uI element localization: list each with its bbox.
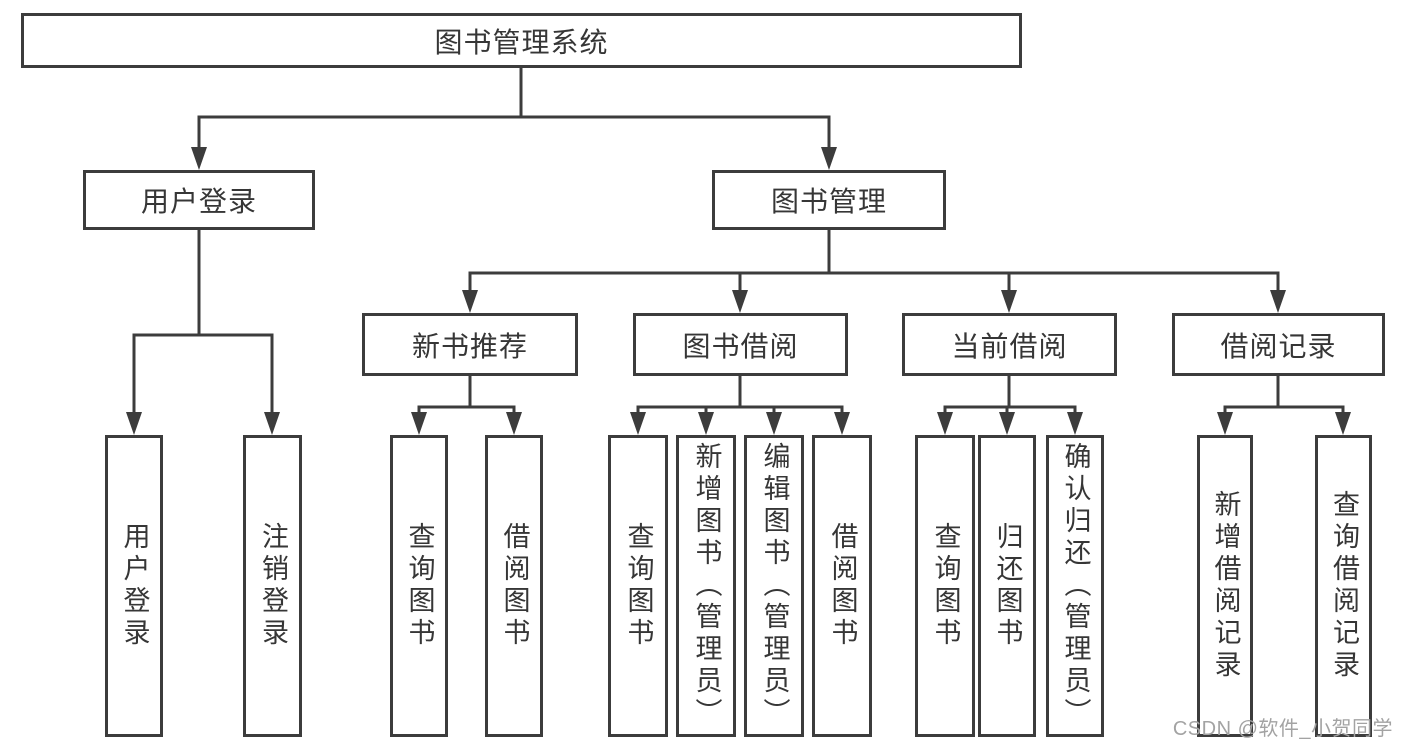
node-label: 注销登录 [258,522,288,650]
connector-userlogin-to-leaves [132,230,274,416]
leaf-borrow-query-book: 查询图书 [608,435,668,737]
node-label: 图书管理 [770,186,887,217]
leaf-borrow-edit-book-admin: 编辑图书（管理员） [744,435,804,737]
leaf-current-return-book: 归还图书 [978,435,1036,737]
connector-bookmanage-to-level3 [468,230,1280,295]
connector-borrowrecord-to-leaves [1223,405,1345,416]
node-user-login: 用户登录 [83,170,315,230]
leaf-borrow-borrow-book: 借阅图书 [812,435,872,737]
node-current-borrow: 当前借阅 [902,313,1117,376]
node-label: 图书借阅 [682,330,799,362]
node-new-book-recommend: 新书推荐 [362,313,578,376]
node-root: 图书管理系统 [21,13,1022,68]
leaf-current-query-book: 查询图书 [915,435,975,737]
leaf-borrow-add-book-admin: 新增图书（管理员） [676,435,736,737]
leaf-record-add: 新增借阅记录 [1197,435,1253,737]
node-label: 查询图书 [623,522,654,650]
node-borrow-record: 借阅记录 [1172,313,1385,376]
node-label: 借阅记录 [1220,330,1337,362]
node-label: 查询借阅记录 [1329,490,1359,682]
node-book-manage: 图书管理 [712,170,946,230]
csdn-watermark: CSDN @软件_小贺同学 [1172,718,1393,740]
node-label: 用户登录 [119,522,150,650]
node-label: 借阅图书 [499,522,530,650]
connector-root-to-level2 [197,68,831,151]
leaf-recommend-query-book: 查询图书 [390,435,448,737]
leaf-user-login: 用户登录 [105,435,163,737]
node-label: 新增图书（管理员） [691,442,722,730]
node-label: 新增借阅记录 [1210,490,1241,682]
connector-level3-stems [468,376,1280,407]
node-label: 新书推荐 [411,330,528,362]
node-label: 图书管理系统 [434,26,609,58]
node-label: 查询图书 [404,522,435,650]
connector-bookborrow-to-leaves [636,405,844,416]
leaf-current-confirm-return-admin: 确认归还（管理员） [1046,435,1104,737]
node-label: 确认归还（管理员） [1060,442,1091,730]
leaf-record-query: 查询借阅记录 [1315,435,1372,737]
node-book-borrow: 图书借阅 [633,313,848,376]
leaf-recommend-borrow-book: 借阅图书 [485,435,543,737]
node-label: 借阅图书 [827,522,858,650]
node-label: 查询图书 [930,522,961,650]
node-label: 编辑图书（管理员） [759,442,790,730]
arrowheads [126,147,1351,435]
leaf-logout: 注销登录 [243,435,302,737]
connector-newbookrec-to-leaves [417,405,516,416]
node-label: 归还图书 [992,522,1023,650]
node-label: 用户登录 [140,186,257,217]
node-label: 当前借阅 [951,330,1068,362]
